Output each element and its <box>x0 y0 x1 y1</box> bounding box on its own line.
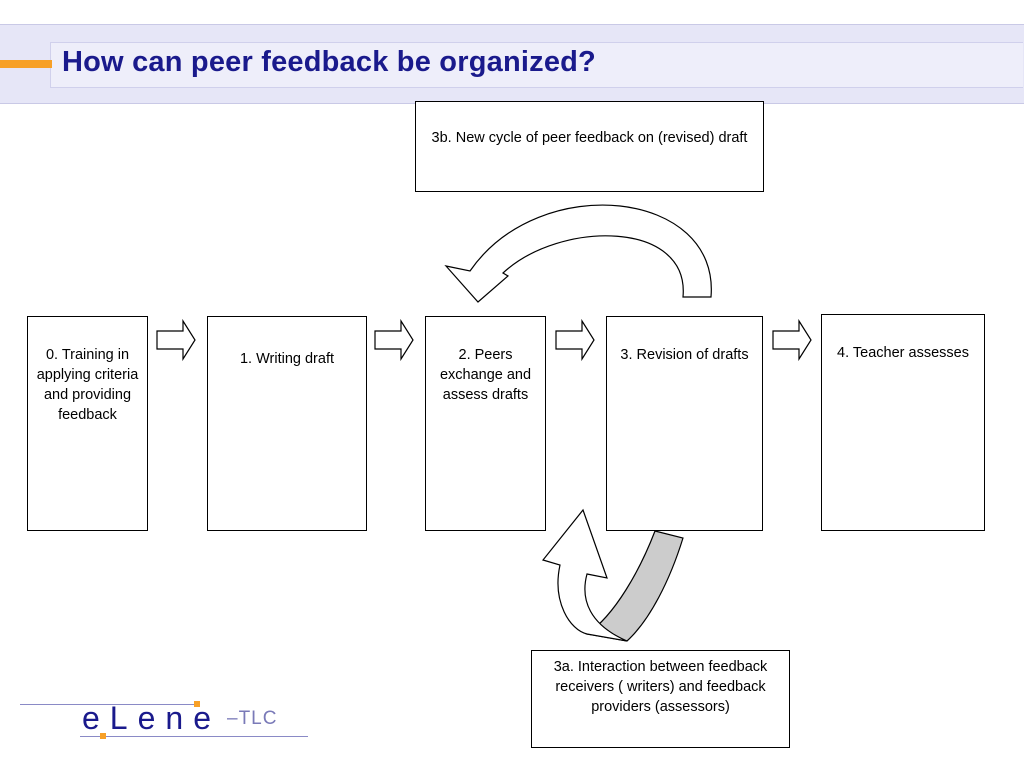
block-arrow-0-1 <box>156 318 196 362</box>
logo-dot <box>100 733 106 739</box>
logo-bottom-line <box>80 736 308 737</box>
step-box-peers-exchange: 2. Peers exchange and assess drafts <box>425 316 546 531</box>
loop-box-interaction: 3a. Interaction between feedback receive… <box>531 650 790 748</box>
loop-label: 3b. New cycle of peer feedback on (revis… <box>431 130 748 146</box>
step-box-training: 0. Training in applying criteria and pro… <box>27 316 148 531</box>
block-arrow-3-4 <box>772 318 812 362</box>
title-accent-bar <box>0 60 52 68</box>
step-label: 1. Writing draft <box>239 351 335 367</box>
curved-arrow-3a <box>541 508 628 642</box>
logo-top-line <box>20 704 200 705</box>
step-label: 4. Teacher assesses <box>837 345 969 361</box>
logo-brand: eLene <box>82 700 221 736</box>
page-title: How can peer feedback be organized? <box>62 46 596 78</box>
loop-box-new-cycle: 3b. New cycle of peer feedback on (revis… <box>415 101 764 192</box>
step-box-revision: 3. Revision of drafts <box>606 316 763 531</box>
step-label: 2. Peers exchange and assess drafts <box>439 347 532 403</box>
logo-dot <box>194 701 200 707</box>
step-box-teacher: 4. Teacher assesses <box>821 314 985 531</box>
block-arrow-1-2 <box>374 318 414 362</box>
logo-suffix: –TLC <box>227 708 278 729</box>
block-arrow-2-3 <box>555 318 595 362</box>
title-box <box>50 42 1023 88</box>
elene-logo: eLene –TLC <box>20 696 310 746</box>
step-label: 0. Training in applying criteria and pro… <box>36 347 139 423</box>
step-label: 3. Revision of drafts <box>620 347 749 363</box>
step-box-writing: 1. Writing draft <box>207 316 367 531</box>
loop-label: 3a. Interaction between feedback receive… <box>553 659 768 715</box>
curved-arrow-3b <box>444 204 712 303</box>
